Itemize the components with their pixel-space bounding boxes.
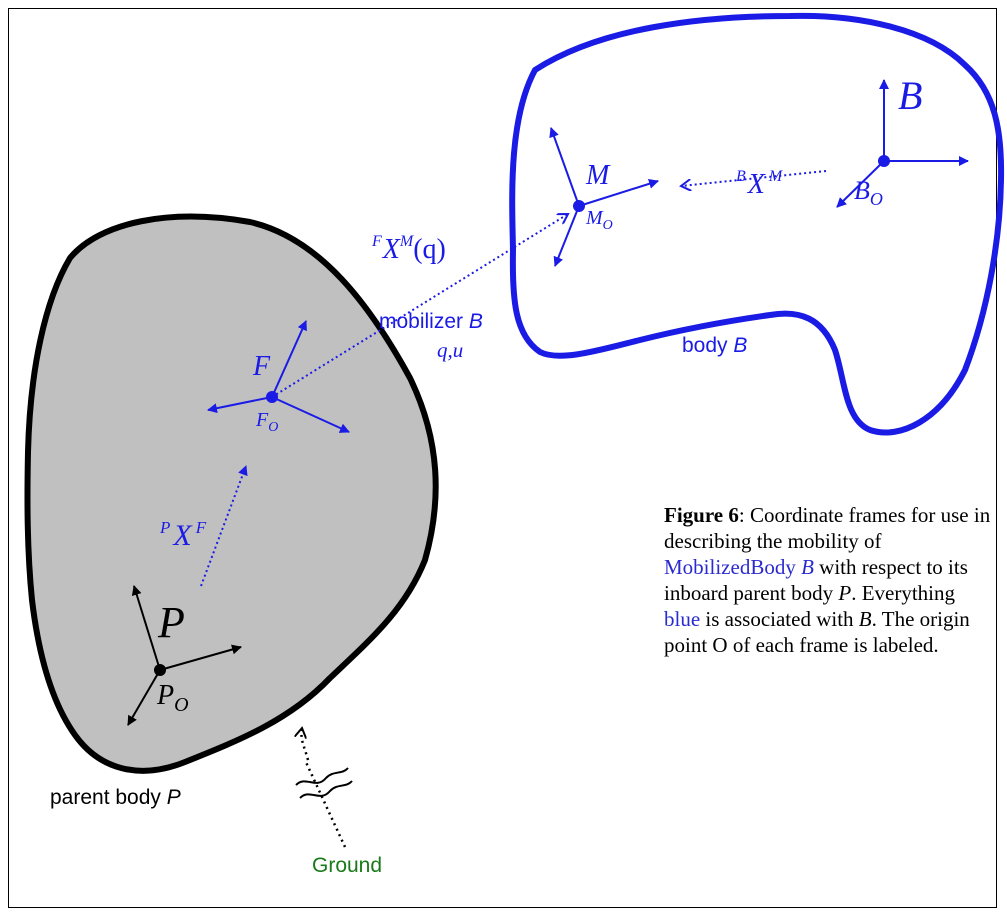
parent-body-label: parent body P [50, 786, 181, 809]
caption-text-5: . The origin point O of each frame is la… [664, 607, 970, 657]
parent-body-shape [24, 213, 439, 774]
caption-figure-number: Figure 6 [664, 503, 739, 527]
caption-text-1: : Coordinate frames for use in describin… [664, 503, 991, 553]
caption-text-4: is associated with [700, 607, 859, 631]
body-b-shape [509, 12, 1005, 436]
m-frame-label: M [585, 160, 611, 191]
caption-blue-word: blue [664, 607, 701, 631]
m-origin-label: MO [585, 207, 613, 233]
bxm-arrow [681, 170, 827, 186]
b-origin-label: BO [854, 176, 883, 209]
mobilizer-coords: q,u [437, 338, 463, 362]
p-origin-label: PO [156, 680, 189, 716]
f-origin-label: FO [255, 409, 278, 435]
ground-label: Ground [312, 854, 382, 877]
caption-text-2: with respect to its inboard parent body [664, 555, 968, 605]
caption-b2: B [858, 607, 872, 631]
body-b-label: body B [682, 334, 747, 357]
caption-p1: P [838, 581, 852, 605]
b-frame-label: B [898, 73, 922, 118]
p-frame [127, 585, 242, 726]
p-frame-label: P [157, 598, 185, 647]
ground-connection [296, 728, 353, 848]
mobilizer-label: mobilizer B [379, 310, 483, 333]
caption-b1: B [801, 555, 814, 579]
caption-text-3: . Everything [851, 581, 956, 605]
b-frame [836, 79, 969, 208]
f-frame [207, 320, 350, 433]
fxm-label: FXM(q) [371, 233, 446, 265]
figure-caption: Figure 6: Coordinate frames for use in d… [664, 502, 994, 658]
caption-mobilized: MobilizedBody [664, 555, 796, 579]
fxm-arrow [271, 214, 568, 398]
pxf-arrow [200, 465, 248, 587]
m-frame [549, 127, 659, 267]
f-frame-label: F [252, 351, 271, 382]
